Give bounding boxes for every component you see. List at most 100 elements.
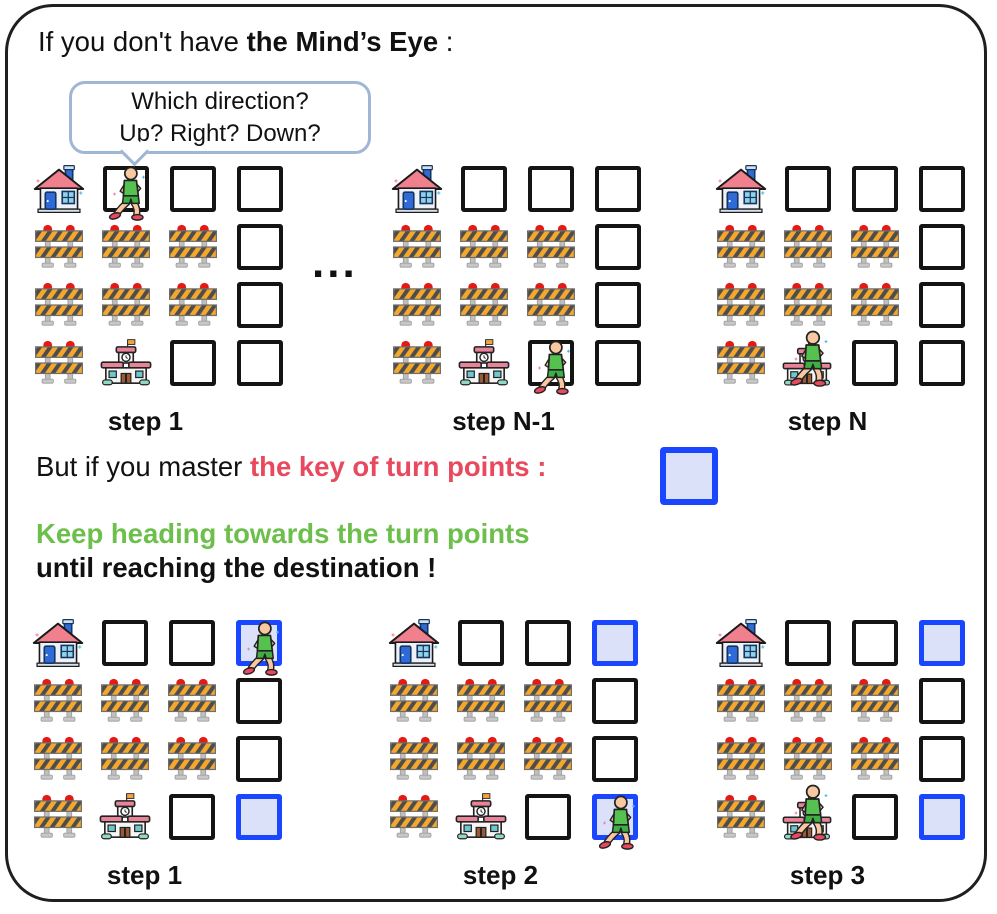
until-line: until reaching the destination ! (36, 552, 437, 583)
empty-cell (852, 340, 898, 386)
empty-cell (236, 678, 282, 724)
grid-label-bottom-step-1: step 1 (106, 860, 183, 890)
grid-cell-barrier (460, 282, 508, 328)
maze-grid (715, 164, 965, 388)
roadblock-icon (784, 282, 832, 326)
roadblock-icon (717, 224, 765, 268)
grid-cell-barrier (390, 736, 438, 782)
school-icon (458, 338, 510, 386)
grid-cell-barrier (35, 224, 83, 270)
agent-cell (528, 340, 574, 386)
grid-cell-house (715, 618, 767, 668)
grid-cell-empty (237, 340, 283, 386)
grid-cell-barrier (717, 678, 765, 724)
turn-point-cell (919, 620, 965, 666)
house-icon (33, 164, 85, 214)
walking-person-icon (596, 795, 642, 851)
grid-label-bottom-step-3: step 3 (789, 860, 866, 890)
grid-cell-barrier (102, 282, 150, 328)
turn-point-cell (236, 794, 282, 840)
grid-cell-school (458, 338, 510, 386)
grid-cell-turn (236, 794, 282, 840)
grid-cell-barrier (784, 282, 832, 328)
roadblock-icon (390, 736, 438, 780)
grid-cell-barrier (390, 794, 438, 840)
grid-cell-barrier (102, 224, 150, 270)
roadblock-icon (784, 736, 832, 780)
grid-cell-empty (919, 224, 965, 270)
empty-cell (852, 794, 898, 840)
grid-cell-barrier (393, 224, 441, 270)
roadblock-icon (35, 340, 83, 384)
roadblock-icon (784, 224, 832, 268)
grid-cell-barrier (851, 678, 899, 724)
grid-cell-empty (595, 166, 641, 212)
roadblock-icon (717, 340, 765, 384)
grid-cell-turn (919, 620, 965, 666)
master-prefix: But if you master (36, 451, 250, 482)
walking-person-icon (531, 340, 577, 396)
grid-cell-house (388, 618, 440, 668)
empty-cell (528, 166, 574, 212)
roadblock-icon (524, 678, 572, 722)
grid-cell-barrier (101, 678, 149, 724)
empty-cell (852, 620, 898, 666)
empty-cell (170, 166, 216, 212)
grid-cell-barrier (524, 678, 572, 724)
grid-cell-agent-black (103, 166, 149, 212)
empty-cell (237, 340, 283, 386)
grid-cell-barrier (101, 736, 149, 782)
empty-cell (458, 620, 504, 666)
grid-cell-barrier (717, 794, 765, 840)
empty-cell (592, 678, 638, 724)
empty-cell (170, 340, 216, 386)
empty-cell (461, 166, 507, 212)
roadblock-icon (393, 224, 441, 268)
roadblock-icon (34, 794, 82, 838)
grid-cell-empty (919, 736, 965, 782)
grid-cell-empty (102, 620, 148, 666)
grid-cell-house (32, 618, 84, 668)
grid-label-step-1: step 1 (107, 406, 184, 436)
empty-cell (919, 282, 965, 328)
empty-cell (237, 282, 283, 328)
roadblock-icon (851, 678, 899, 722)
empty-cell (785, 620, 831, 666)
grid-cell-barrier (524, 736, 572, 782)
grid-cell-barrier (168, 736, 216, 782)
grid-cell-empty (528, 166, 574, 212)
agent-cell (103, 166, 149, 212)
ellipsis-dots: ... (312, 238, 358, 287)
empty-cell (595, 224, 641, 270)
grid-cell-barrier (169, 282, 217, 328)
grid-cell-barrier (390, 678, 438, 724)
grid-cell-barrier (784, 678, 832, 724)
turn-point-legend-square (660, 447, 718, 505)
grid-cell-empty (595, 340, 641, 386)
school-icon (455, 792, 507, 840)
roadblock-icon (784, 678, 832, 722)
agent-on-turn-point-cell (592, 794, 638, 840)
school-icon (100, 338, 152, 386)
empty-cell (852, 166, 898, 212)
walking-person-icon (240, 621, 286, 677)
grid-cell-barrier (34, 794, 82, 840)
roadblock-icon (717, 794, 765, 838)
grid-cell-barrier (393, 282, 441, 328)
maze-grid (33, 164, 283, 386)
walking-person-icon (789, 330, 833, 388)
house-icon (388, 618, 440, 668)
turn-point-cell (919, 794, 965, 840)
roadblock-icon (851, 224, 899, 268)
roadblock-icon (102, 224, 150, 268)
roadblock-icon (34, 678, 82, 722)
grid-cell-empty (525, 620, 571, 666)
heading-suffix: : (438, 26, 454, 57)
grid-cell-empty (237, 282, 283, 328)
walking-person-icon (789, 784, 833, 842)
empty-cell (525, 620, 571, 666)
roadblock-icon (460, 282, 508, 326)
grid-bottom-step-1: step 1 (32, 618, 282, 891)
grid-cell-barrier (457, 736, 505, 782)
